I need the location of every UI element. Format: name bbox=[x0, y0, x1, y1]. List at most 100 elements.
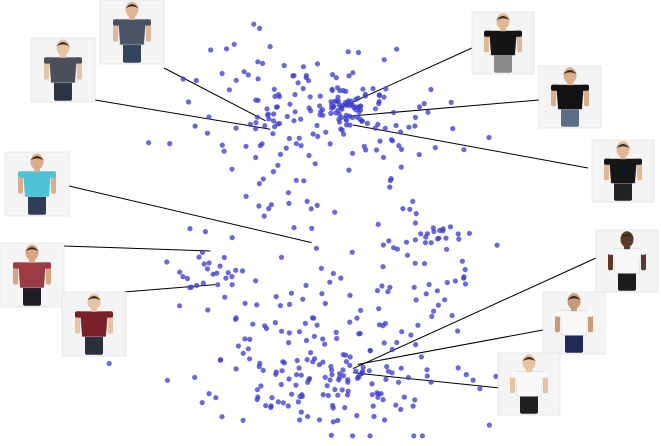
data-point bbox=[335, 107, 341, 113]
data-point bbox=[300, 296, 306, 302]
data-point bbox=[271, 111, 277, 117]
data-point bbox=[296, 135, 302, 141]
data-point bbox=[298, 372, 304, 378]
data-point bbox=[372, 106, 379, 112]
data-point bbox=[314, 322, 320, 328]
data-point bbox=[416, 152, 422, 158]
data-point bbox=[381, 94, 387, 100]
data-point bbox=[327, 279, 333, 285]
data-point bbox=[477, 386, 483, 392]
data-point bbox=[292, 109, 298, 115]
data-point bbox=[400, 206, 406, 212]
data-point bbox=[222, 294, 228, 300]
data-point bbox=[404, 252, 411, 258]
head-shape bbox=[56, 39, 70, 56]
data-point bbox=[324, 383, 330, 389]
data-point bbox=[278, 381, 284, 388]
data-point bbox=[260, 60, 266, 66]
data-point bbox=[269, 395, 275, 401]
data-point bbox=[406, 124, 412, 130]
data-point bbox=[462, 267, 468, 273]
data-point bbox=[242, 300, 248, 306]
data-point bbox=[335, 417, 341, 424]
data-point bbox=[293, 372, 300, 378]
data-point bbox=[240, 350, 246, 356]
sleeve-shape bbox=[484, 30, 491, 37]
data-point bbox=[320, 336, 326, 342]
data-point bbox=[336, 102, 342, 108]
data-point bbox=[434, 288, 440, 294]
data-point bbox=[317, 93, 323, 99]
data-point bbox=[343, 352, 349, 358]
data-point bbox=[412, 114, 418, 120]
data-point bbox=[328, 110, 334, 116]
data-point bbox=[272, 93, 278, 99]
data-point bbox=[369, 392, 375, 398]
data-point bbox=[413, 211, 419, 217]
data-point bbox=[379, 283, 385, 289]
data-point bbox=[486, 134, 492, 141]
data-point bbox=[329, 87, 335, 93]
data-point bbox=[233, 77, 239, 83]
data-point bbox=[330, 270, 336, 277]
data-point bbox=[245, 72, 251, 78]
data-point bbox=[202, 229, 208, 235]
data-point bbox=[250, 321, 256, 327]
data-point bbox=[187, 226, 193, 232]
data-point bbox=[407, 206, 413, 212]
data-point bbox=[296, 365, 302, 371]
data-point bbox=[306, 78, 312, 84]
data-point bbox=[350, 433, 356, 439]
data-point bbox=[296, 329, 303, 335]
data-point bbox=[201, 261, 207, 267]
data-point bbox=[354, 315, 360, 321]
data-point bbox=[316, 417, 323, 423]
data-point bbox=[206, 114, 212, 120]
data-point bbox=[317, 112, 323, 118]
data-point bbox=[308, 206, 314, 212]
data-point bbox=[303, 72, 309, 79]
data-point bbox=[403, 239, 410, 245]
leader-line bbox=[68, 185, 312, 244]
data-point bbox=[461, 275, 467, 281]
data-point bbox=[349, 115, 355, 121]
data-point bbox=[196, 254, 202, 260]
data-point bbox=[381, 340, 387, 346]
data-point bbox=[146, 140, 152, 146]
data-point bbox=[345, 49, 351, 55]
data-point bbox=[413, 297, 419, 303]
data-point bbox=[270, 131, 276, 137]
data-point bbox=[412, 397, 418, 403]
data-point bbox=[298, 116, 304, 122]
pants-shape bbox=[54, 80, 72, 101]
data-point bbox=[333, 75, 339, 81]
data-point bbox=[421, 101, 427, 107]
data-point bbox=[273, 371, 279, 377]
data-point bbox=[245, 346, 251, 352]
data-point bbox=[376, 98, 382, 105]
data-point bbox=[180, 274, 186, 280]
hair-shape bbox=[616, 144, 630, 149]
data-point bbox=[265, 111, 271, 117]
data-point bbox=[308, 108, 314, 114]
data-point bbox=[247, 336, 253, 342]
data-point bbox=[449, 312, 455, 319]
data-point bbox=[384, 364, 390, 370]
data-point bbox=[412, 260, 418, 266]
data-point bbox=[408, 332, 414, 338]
data-point bbox=[277, 303, 283, 309]
data-point bbox=[332, 209, 338, 215]
data-point bbox=[493, 373, 499, 379]
data-point bbox=[389, 370, 395, 376]
data-point bbox=[333, 329, 339, 335]
hair-shape bbox=[87, 296, 101, 301]
data-point bbox=[229, 282, 235, 288]
data-point bbox=[255, 97, 261, 103]
data-point bbox=[268, 202, 274, 208]
data-point bbox=[459, 258, 465, 264]
data-point bbox=[317, 103, 323, 109]
head-shape bbox=[87, 293, 101, 310]
data-point bbox=[347, 319, 353, 325]
leader-line bbox=[352, 124, 589, 169]
data-point bbox=[257, 360, 263, 366]
